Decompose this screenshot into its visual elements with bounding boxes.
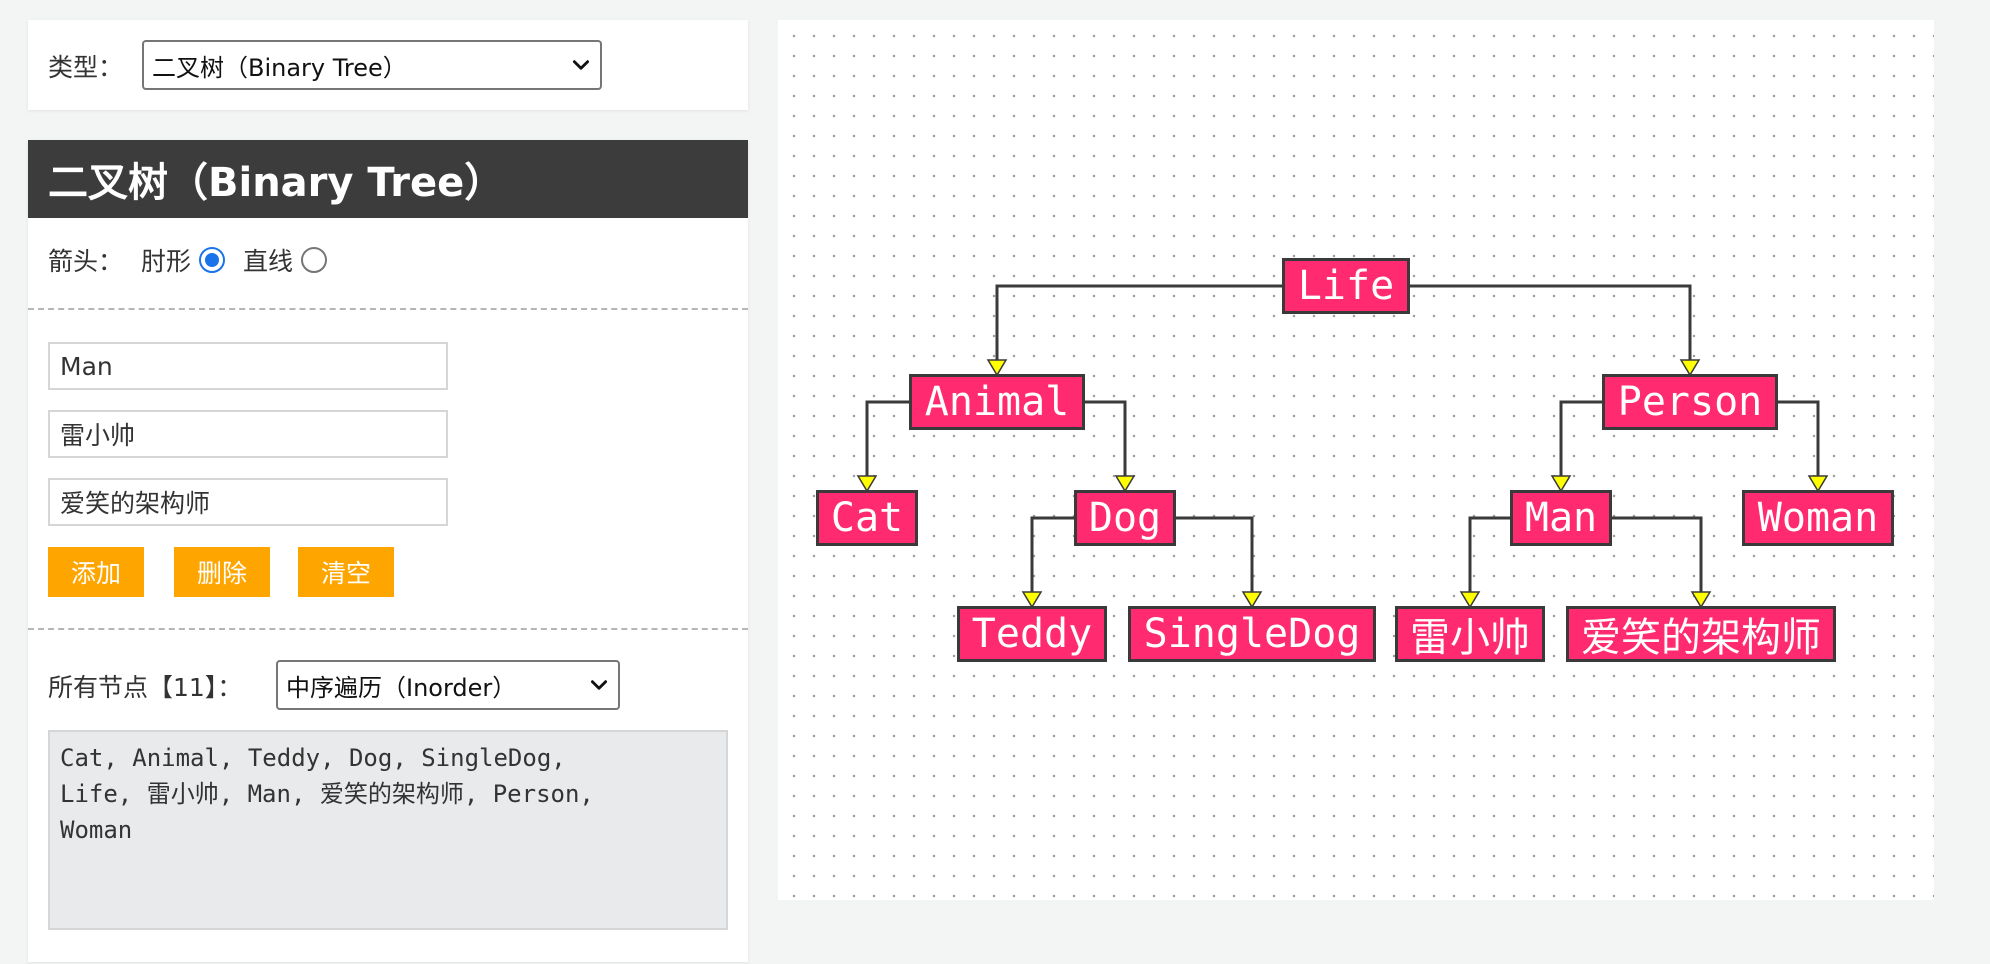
add-button[interactable]: 添加 — [48, 547, 144, 597]
arrow-option-elbow[interactable]: 肘形 — [141, 242, 226, 278]
arrow-option-straight[interactable]: 直线 — [243, 242, 328, 278]
arrowhead-icon — [1690, 591, 1712, 609]
tree-edge — [1468, 516, 1510, 592]
node-input-3[interactable]: 爱笑的架构师 — [48, 478, 448, 526]
panel-title: 二叉树（Binary Tree） — [28, 140, 748, 218]
tree-node[interactable]: Dog — [1074, 490, 1176, 546]
tree-edge — [1612, 516, 1703, 592]
tree-edge — [1176, 516, 1254, 592]
type-select[interactable]: 二叉树（Binary Tree） — [142, 40, 602, 90]
arrowhead-icon — [1807, 475, 1829, 493]
tree-edge — [865, 400, 909, 476]
arrowhead-icon — [1550, 475, 1572, 493]
all-nodes-label: 所有节点【11】： — [48, 673, 243, 702]
tree-node[interactable]: Cat — [816, 490, 918, 546]
traversal-select-value: 中序遍历（Inorder） — [286, 673, 517, 702]
tree-edge — [1085, 400, 1127, 476]
arrow-style-row: 箭头： 肘形 直线 — [48, 240, 328, 280]
arrow-straight-radio[interactable] — [301, 247, 328, 273]
delete-button[interactable]: 删除 — [174, 547, 270, 597]
tree-node[interactable]: 爱笑的架构师 — [1566, 606, 1836, 662]
arrowhead-icon — [1021, 591, 1043, 609]
divider — [28, 628, 748, 630]
tree-node[interactable]: 雷小帅 — [1395, 606, 1545, 662]
clear-button[interactable]: 清空 — [298, 547, 394, 597]
tree-node[interactable]: Man — [1510, 490, 1612, 546]
arrow-elbow-radio[interactable] — [199, 247, 226, 273]
chevron-down-icon — [572, 60, 590, 70]
tree-edge — [1778, 400, 1820, 476]
type-label: 类型： — [48, 53, 124, 82]
arrowhead-icon — [1241, 591, 1263, 609]
chevron-down-icon — [590, 680, 608, 690]
divider — [28, 308, 748, 310]
traversal-select[interactable]: 中序遍历（Inorder） — [276, 660, 620, 710]
tree-node[interactable]: Animal — [909, 374, 1085, 430]
tree-edge — [1030, 516, 1074, 592]
tree-edge — [1410, 284, 1692, 360]
tree-edge — [995, 284, 1282, 360]
arrowhead-icon — [1459, 591, 1481, 609]
node-input-2[interactable]: 雷小帅 — [48, 410, 448, 458]
traversal-output[interactable]: Cat, Animal, Teddy, Dog, SingleDog, Life… — [48, 730, 728, 930]
control-panel: 二叉树（Binary Tree） 箭头： 肘形 直线 Man 雷小帅 爱笑的架构… — [28, 140, 748, 962]
tree-edge — [1559, 400, 1602, 476]
type-card: 类型： 二叉树（Binary Tree） — [28, 20, 748, 110]
tree-node[interactable]: Person — [1602, 374, 1778, 430]
type-select-value: 二叉树（Binary Tree） — [152, 53, 407, 82]
tree-node[interactable]: SingleDog — [1128, 606, 1376, 662]
arrowhead-icon — [986, 359, 1008, 377]
tree-node[interactable]: Life — [1282, 258, 1410, 314]
arrow-option-straight-label: 直线 — [243, 247, 294, 276]
tree-node[interactable]: Teddy — [957, 606, 1107, 662]
arrowhead-icon — [856, 475, 878, 493]
arrow-label: 箭头： — [48, 247, 124, 276]
node-input-1[interactable]: Man — [48, 342, 448, 390]
arrowhead-icon — [1114, 475, 1136, 493]
tree-node[interactable]: Woman — [1742, 490, 1894, 546]
arrowhead-icon — [1679, 359, 1701, 377]
arrow-option-elbow-label: 肘形 — [141, 247, 192, 276]
connector-layer — [856, 284, 1829, 609]
